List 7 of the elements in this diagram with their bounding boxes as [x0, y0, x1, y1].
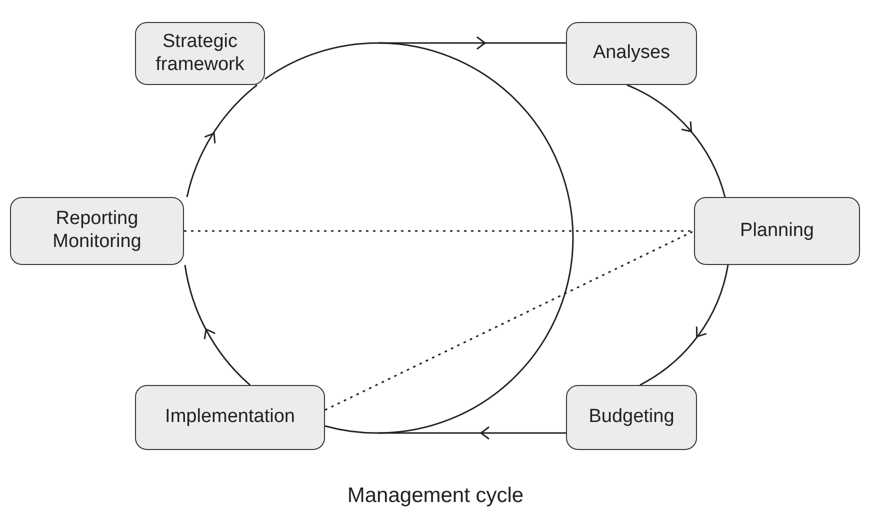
process-box: Analyses: [566, 22, 697, 85]
process-box: Budgeting: [566, 385, 697, 450]
process-box: Planning: [694, 197, 860, 265]
process-box: Implementation: [135, 385, 325, 450]
process-box: Reporting Monitoring: [10, 197, 184, 265]
caption: Management cycle: [347, 484, 524, 508]
process-box: Strategic framework: [135, 22, 265, 85]
